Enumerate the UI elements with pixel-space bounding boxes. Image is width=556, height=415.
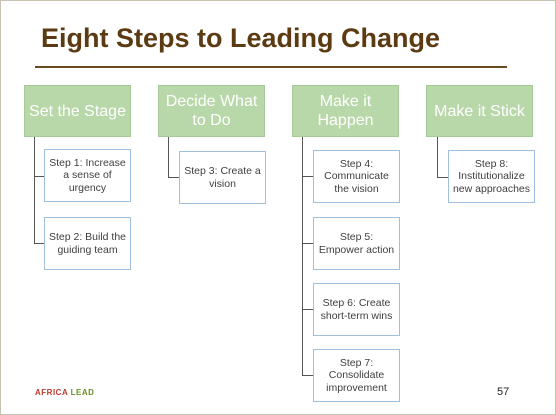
page-number: 57 [497,386,510,398]
connector-col3-step6 [302,309,313,310]
step-2-box: Step 2: Build the guiding team [44,217,131,270]
title-underline [35,66,507,68]
step-1-box: Step 1: Increase a sense of urgency [44,149,131,202]
connector-col1-step1 [34,176,44,177]
connector-col4-vertical [437,137,438,177]
africa-lead-logo: AFRICA LEAD [35,388,94,397]
connector-col2-step3 [168,177,179,178]
connector-col4-step8 [437,177,448,178]
connector-col1-step2 [34,243,44,244]
step-7-box: Step 7: Consolidate improvement [313,349,400,402]
connector-col3-vertical [302,137,303,375]
header-decide-what-to-do: Decide What to Do [158,85,265,137]
logo-word-africa: AFRICA [35,388,68,397]
connector-col1-vertical [34,137,35,243]
header-make-it-stick: Make it Stick [426,85,533,137]
step-6-box: Step 6: Create short-term wins [313,283,400,336]
step-8-box: Step 8: Institutionalize new approaches [448,150,535,203]
connector-col2-vertical [168,137,169,177]
step-5-box: Step 5: Empower action [313,217,400,270]
connector-col3-step5 [302,243,313,244]
step-3-box: Step 3: Create a vision [179,151,266,204]
connector-col3-step7 [302,375,313,376]
logo-word-lead: LEAD [70,388,95,397]
connector-col3-step4 [302,176,313,177]
step-4-box: Step 4: Communicate the vision [313,150,400,203]
slide-title: Eight Steps to Leading Change [41,23,441,53]
header-make-it-happen: Make it Happen [292,85,399,137]
header-set-the-stage: Set the Stage [24,85,131,137]
